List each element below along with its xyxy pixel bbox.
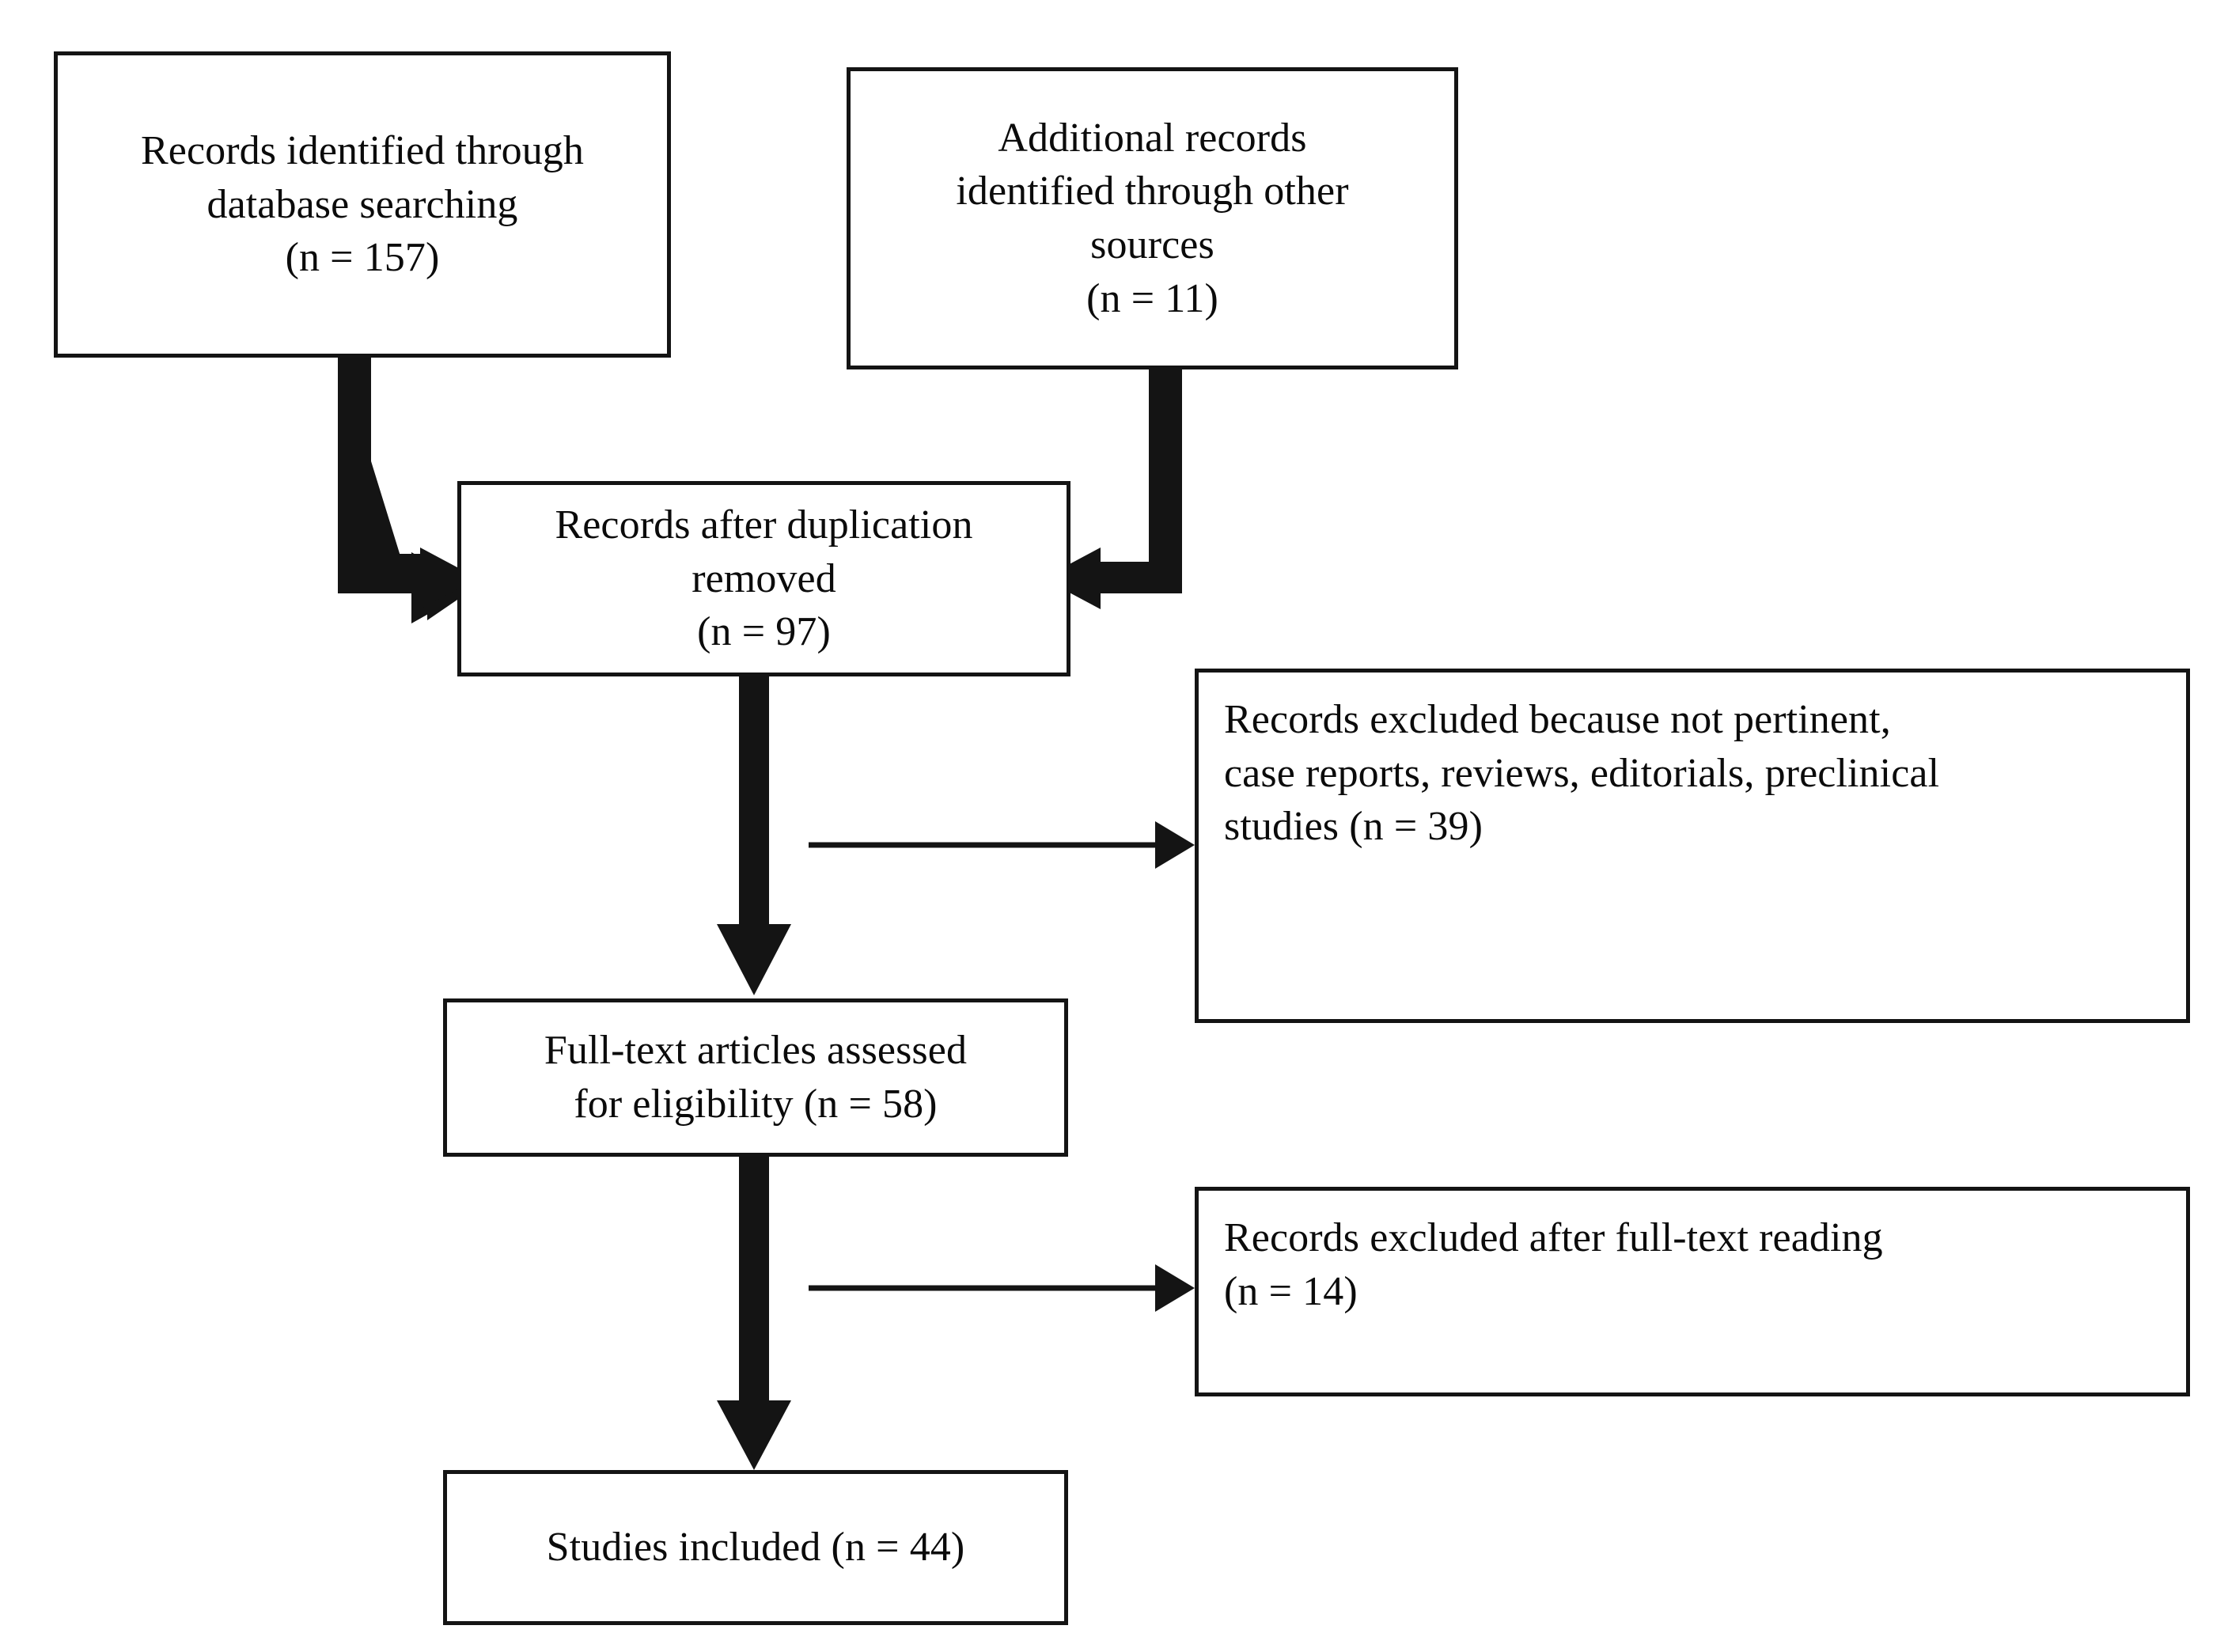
connector-down-dedup-to-fulltext xyxy=(717,676,791,995)
node-fulltext-assessed: Full-text articles assessed for eligibil… xyxy=(443,998,1068,1157)
node-records-other-sources-label: Additional records identified through ot… xyxy=(956,115,1349,321)
node-records-after-duplication: Records after duplication removed (n = 9… xyxy=(457,481,1070,676)
node-records-after-duplication-label: Records after duplication removed (n = 9… xyxy=(555,502,973,655)
node-studies-included: Studies included (n = 44) xyxy=(443,1470,1068,1625)
node-records-excluded-screening: Records excluded because not pertinent, … xyxy=(1195,669,2190,1023)
connector-thin-right-exclude-fulltext xyxy=(809,1264,1195,1312)
node-records-other-sources: Additional records identified through ot… xyxy=(847,67,1458,369)
node-fulltext-assessed-label: Full-text articles assessed for eligibil… xyxy=(544,1028,968,1127)
node-records-excluded-fulltext: Records excluded after full-text reading… xyxy=(1195,1187,2190,1396)
node-studies-included-label: Studies included (n = 44) xyxy=(546,1525,965,1571)
node-records-database: Records identified through database sear… xyxy=(54,51,671,358)
node-records-excluded-screening-label: Records excluded because not pertinent, … xyxy=(1224,697,1940,850)
node-records-database-label: Records identified through database sear… xyxy=(140,128,585,281)
connector-thin-right-exclude-screening xyxy=(809,821,1195,869)
node-records-excluded-fulltext-label: Records excluded after full-text reading… xyxy=(1224,1215,1883,1314)
connector-down-fulltext-to-included xyxy=(717,1155,791,1470)
